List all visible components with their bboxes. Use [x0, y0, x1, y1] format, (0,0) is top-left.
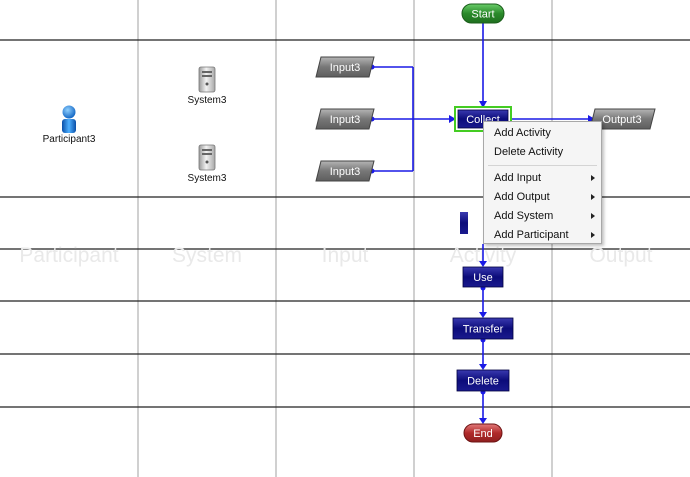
submenu-arrow-icon [591, 175, 595, 181]
participant-icon [62, 105, 76, 133]
menu-item-add-system[interactable]: Add System [484, 207, 601, 226]
column-header-system: System [172, 244, 242, 267]
menu-item-add-activity[interactable]: Add Activity [494, 127, 551, 139]
submenu-arrow-icon [591, 194, 595, 200]
activity-node-use[interactable]: Use [462, 266, 504, 288]
column-header-output: Output [589, 244, 652, 267]
end-node-label: End [473, 428, 493, 440]
activity-label: Delete [467, 376, 499, 388]
column-headers: Participant System Input Activity Output [19, 244, 652, 267]
server-icon [198, 144, 216, 171]
participant-node[interactable]: Participant3 [43, 105, 96, 146]
output-label: Output3 [602, 114, 641, 126]
system-node-2[interactable]: System3 [188, 144, 227, 184]
activity-node-hidden [460, 212, 468, 234]
input-label: Input3 [330, 114, 361, 126]
menu-item-add-output[interactable]: Add Output [484, 188, 601, 207]
context-menu: Add Activity Delete Activity Add Input A… [483, 121, 602, 244]
menu-item-label: Add System [494, 210, 554, 222]
input-node-2[interactable]: Input3 [315, 108, 375, 130]
input-node-1[interactable]: Input3 [315, 56, 375, 78]
menu-item-add-participant[interactable]: Add Participant [484, 226, 601, 245]
system-node-1[interactable]: System3 [188, 66, 227, 106]
column-header-input: Input [322, 244, 369, 267]
output-node[interactable]: Output3 [589, 108, 656, 130]
column-header-participant: Participant [19, 244, 118, 267]
end-node[interactable]: End [463, 423, 503, 443]
menu-item-label: Add Output [494, 191, 550, 203]
menu-item-label: Add Input [494, 172, 542, 184]
input-label: Input3 [330, 166, 361, 178]
start-node-label: Start [471, 9, 494, 21]
connectors [369, 22, 595, 424]
submenu-arrow-icon [591, 213, 595, 219]
menu-item-delete-activity[interactable]: Delete Activity [494, 146, 564, 158]
input-node-3[interactable]: Input3 [315, 160, 375, 182]
menu-item-label: Add Participant [494, 229, 569, 241]
submenu-arrow-icon [591, 232, 595, 238]
input-label: Input3 [330, 62, 361, 74]
activity-node-delete[interactable]: Delete [456, 369, 510, 392]
start-node[interactable]: Start [461, 3, 505, 24]
participant-label: Participant3 [43, 134, 96, 145]
system-label: System3 [188, 95, 227, 106]
system-label: System3 [188, 173, 227, 184]
menu-item-add-input[interactable]: Add Input [484, 169, 601, 188]
server-icon [198, 66, 216, 93]
activity-node-transfer[interactable]: Transfer [452, 317, 514, 340]
activity-label: Transfer [463, 324, 504, 336]
activity-label: Use [473, 272, 493, 284]
menu-separator [488, 165, 597, 166]
